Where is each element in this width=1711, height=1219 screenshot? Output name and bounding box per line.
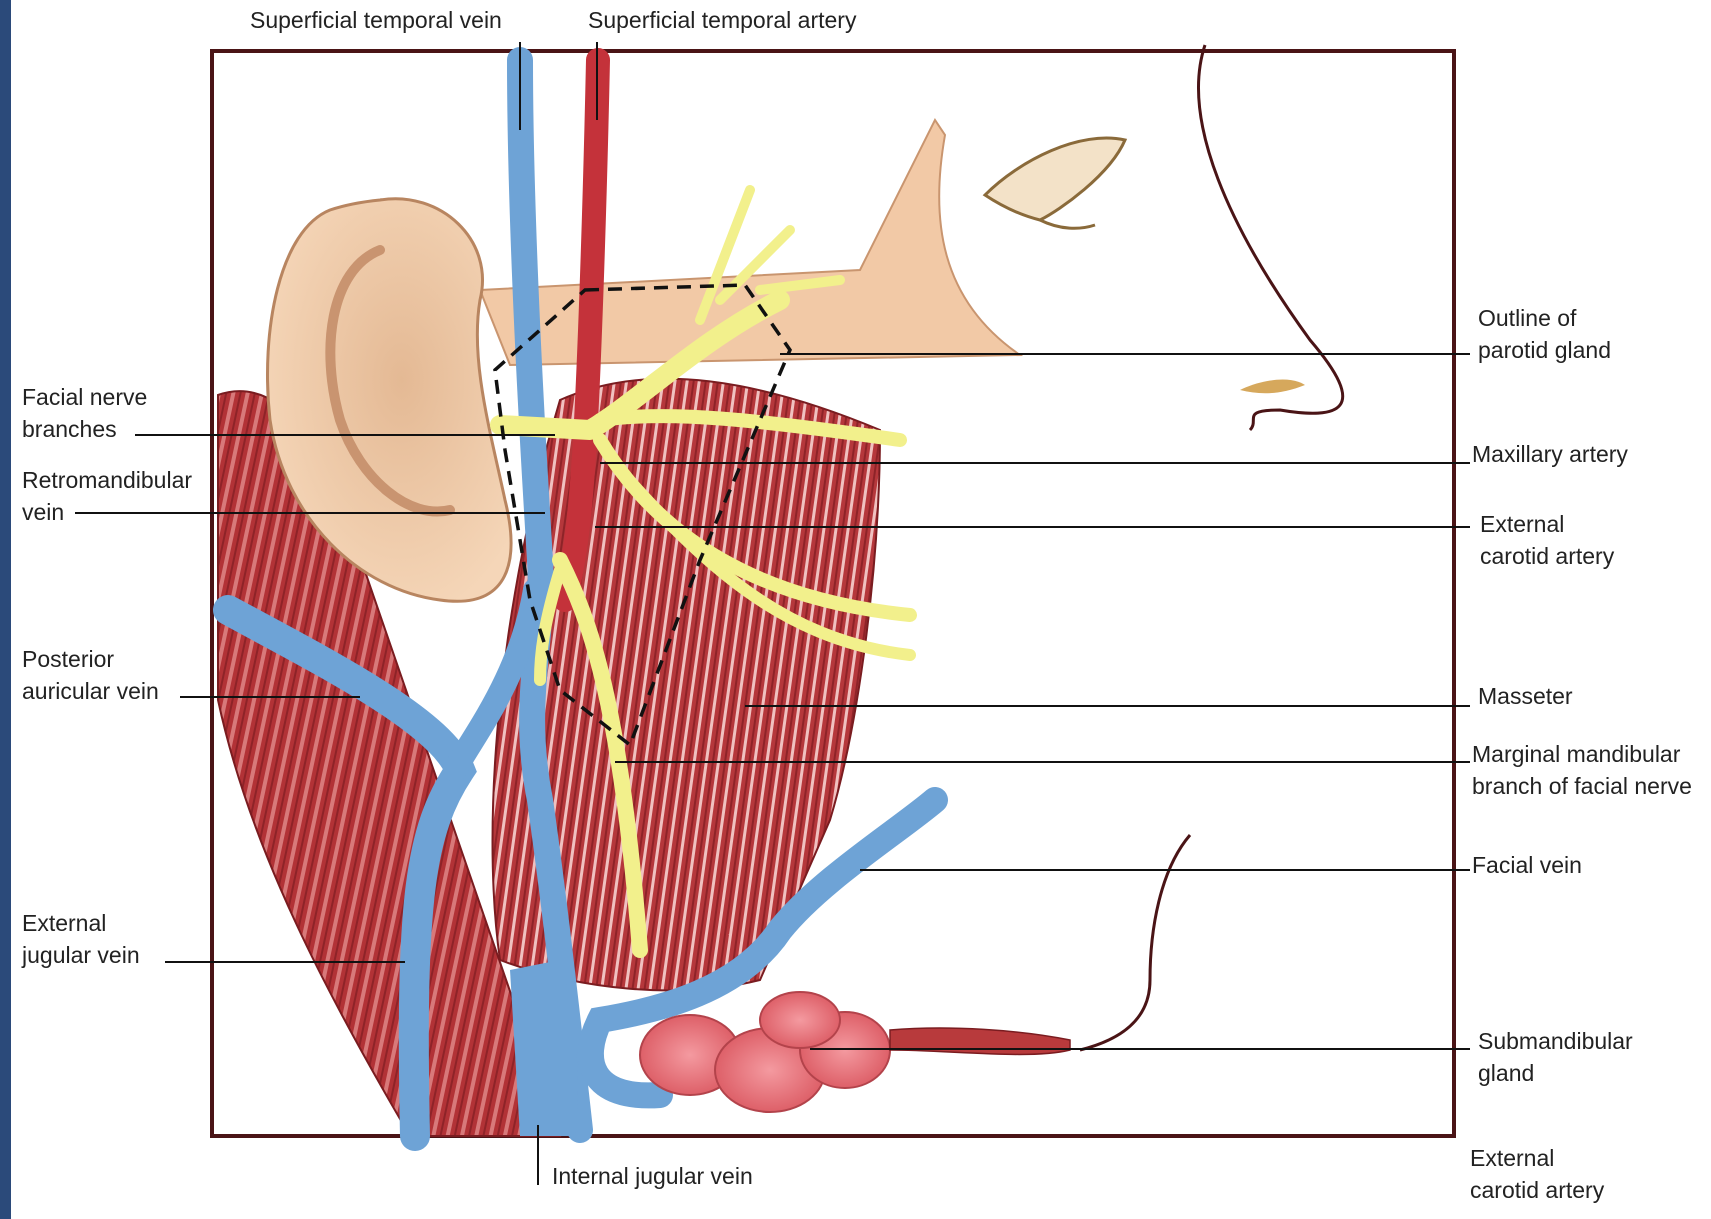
label-external-jugular-vein: External jugular vein xyxy=(22,907,140,971)
label-external-carotid-artery-upper: External carotid artery xyxy=(1480,508,1614,572)
chin-profile xyxy=(1080,835,1190,1050)
label-facial-vein: Facial vein xyxy=(1472,849,1582,881)
label-superficial-temporal-artery: Superficial temporal artery xyxy=(588,4,856,36)
label-superficial-temporal-vein: Superficial temporal vein xyxy=(250,4,502,36)
eye-sketch xyxy=(985,138,1125,228)
nose-profile xyxy=(1199,45,1343,430)
label-posterior-auricular-vein: Posterior auricular vein xyxy=(22,643,159,707)
digastric-band xyxy=(890,1028,1070,1054)
zygomatic-arch xyxy=(480,120,1020,365)
label-submandibular-gland: Submandibular gland xyxy=(1478,1025,1633,1089)
nostril xyxy=(1240,380,1305,394)
label-marginal-mandibular-branch: Marginal mandibular branch of facial ner… xyxy=(1472,738,1692,802)
label-external-carotid-artery-lower: External carotid artery xyxy=(1470,1142,1604,1206)
label-outline-parotid-gland: Outline of parotid gland xyxy=(1478,302,1611,366)
label-facial-nerve-branches: Facial nerve branches xyxy=(22,381,147,445)
label-masseter: Masseter xyxy=(1478,680,1573,712)
label-maxillary-artery: Maxillary artery xyxy=(1472,438,1628,470)
label-internal-jugular-vein: Internal jugular vein xyxy=(552,1160,753,1192)
label-retromandibular-vein: Retromandibular vein xyxy=(22,464,192,528)
